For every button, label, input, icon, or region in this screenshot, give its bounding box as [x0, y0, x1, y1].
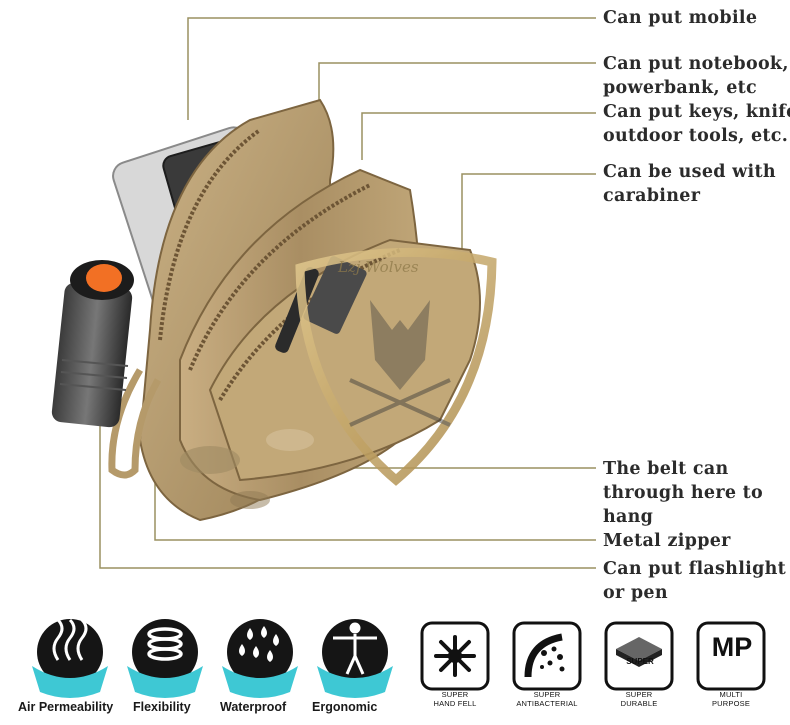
spring-icon	[127, 619, 203, 698]
callout-notebook-line1: Can put notebook,	[603, 54, 789, 74]
badge-label-hand-feel-line2: HAND FELL	[433, 699, 477, 708]
feature-label-flexibility: Flexibility	[133, 700, 191, 714]
wolf-emblem-icon	[370, 300, 430, 390]
callout-mobile: Can put mobile	[603, 6, 757, 30]
watermark-shield	[295, 247, 497, 486]
multi-purpose-inner-text: MP	[711, 632, 753, 662]
feature-label-waterproof: Waterproof	[220, 700, 287, 714]
badge-label-antibacterial-line2: ANTIBACTERIAL	[516, 699, 578, 708]
callout-flashlight-line1: Can put flashlight	[603, 559, 787, 579]
callout-zipper: Metal zipper	[603, 529, 731, 553]
callout-flashlight: Can put flashlight or pen	[603, 557, 786, 605]
feature-label-air-permeability: Air Permeability	[18, 700, 114, 714]
leader-line-zipper	[154, 460, 596, 541]
leader-line-carabiner	[461, 173, 596, 250]
callout-keys-line2: outdoor tools, etc.	[603, 126, 789, 146]
antibacterial-icon	[512, 621, 582, 691]
multi-purpose-icon	[696, 621, 766, 691]
callout-keys: Can put keys, knife outdoor tools, etc.	[603, 100, 790, 148]
badge-label-multi-purpose: MULTI PURPOSE	[691, 690, 771, 708]
callout-carabiner-line1: Can be used with	[603, 162, 776, 182]
badge-label-durable: SUPER DURABLE	[599, 690, 679, 708]
watermark-text: Lzj Wolves	[338, 258, 419, 276]
callout-keys-line1: Can put keys, knife	[603, 102, 790, 122]
callout-mobile-line1: Can put mobile	[603, 8, 758, 28]
badge-label-antibacterial-line1: SUPER	[533, 690, 561, 699]
feature-icons-row	[32, 618, 393, 698]
leader-line-keys	[361, 112, 596, 160]
human-figure-icon	[317, 619, 393, 698]
water-drops-icon	[222, 619, 298, 698]
leader-line-mobile	[187, 17, 596, 120]
badge-label-multi-purpose-line2: PURPOSE	[711, 699, 751, 708]
badge-label-hand-feel-line1: SUPER	[441, 690, 469, 699]
super-durable-inner-text: SUPER	[626, 657, 654, 666]
callout-notebook-line2: powerbank, etc	[603, 78, 758, 98]
hand-feel-icon	[420, 621, 490, 691]
leader-line-notebook	[318, 62, 596, 110]
callout-zipper-line1: Metal zipper	[603, 531, 731, 551]
callout-notebook: Can put notebook, powerbank, etc	[603, 52, 789, 100]
badge-label-antibacterial: SUPER ANTIBACTERIAL	[507, 690, 587, 708]
badge-label-durable-line2: DURABLE	[620, 699, 658, 708]
callout-flashlight-line2: or pen	[603, 583, 668, 603]
callout-carabiner-line2: carabiner	[603, 186, 701, 206]
flashlight-shape	[51, 260, 134, 428]
leader-line-flashlight	[99, 420, 596, 569]
callout-belt: The belt can through here to hang	[603, 457, 763, 529]
badge-label-hand-feel: SUPER HAND FELL	[415, 690, 495, 708]
badge-label-durable-line1: SUPER	[625, 690, 653, 699]
super-durable-icon	[604, 621, 674, 691]
callout-belt-line2: through here to	[603, 483, 764, 503]
callout-belt-line3: hang	[603, 507, 654, 527]
badge-icons-row	[420, 621, 766, 691]
crossed-rifles-icon	[349, 378, 451, 427]
callout-belt-line1: The belt can	[603, 459, 729, 479]
badge-label-multi-purpose-line1: MULTI	[719, 690, 743, 699]
air-permeability-icon	[32, 618, 108, 698]
callout-carabiner: Can be used with carabiner	[603, 160, 776, 208]
feature-label-ergonomic: Ergonomic	[312, 700, 378, 714]
